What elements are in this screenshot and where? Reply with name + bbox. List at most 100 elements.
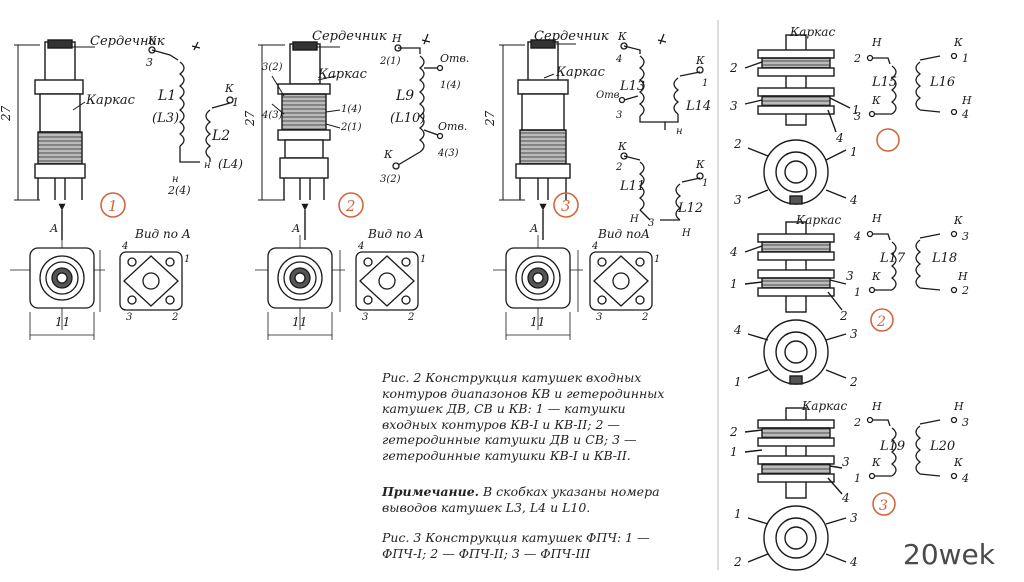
r3-c-pin-b: 3 <box>850 511 858 525</box>
r3-h2: Н <box>953 400 964 413</box>
fig1-core-label: Сердечник <box>90 34 165 49</box>
fig2-l9: L9 <box>395 88 414 104</box>
fig1-view-label: Вид по А <box>134 227 191 241</box>
marker-3: 3 <box>561 197 571 215</box>
r3-c-pin-a: 1 <box>734 507 742 521</box>
fig3-view-label: Вид поА <box>597 227 650 241</box>
r1-c-pin-a: 2 <box>733 137 742 151</box>
fig3-c12-bot: Н <box>681 228 691 239</box>
r1-sp3: 3 <box>854 110 861 123</box>
fig3-schematic <box>618 33 704 221</box>
fig3-2-schematic <box>866 230 958 294</box>
fig3-1-schematic <box>866 52 958 118</box>
r1-marker-circle <box>876 128 900 152</box>
fig3-bottom-n: 3 <box>648 218 654 229</box>
fig3-frame-label: Каркас <box>555 65 606 80</box>
fig2-1-coil-1 <box>14 39 95 240</box>
fig2-tap2: Отв. <box>438 120 467 133</box>
fig2-core-label: Сердечник <box>312 29 387 44</box>
fig2-vp-3: 3 <box>362 312 368 323</box>
figure-2-caption: Рис. 2 Конструкция катушек входных конту… <box>382 370 665 463</box>
fig3-dim-11: 11 <box>530 315 545 329</box>
marker-2-circle <box>338 192 364 218</box>
fig1-kb-top-n: 1 <box>232 96 239 109</box>
r1-c-pin-d: 4 <box>849 193 858 207</box>
fig3-arrow-a: А <box>529 222 538 235</box>
r3-pin-c: 3 <box>842 455 850 469</box>
r3-h: Н <box>871 400 882 413</box>
fig2-tap2-n: 4(3) <box>437 148 459 159</box>
r2-h: Н <box>871 212 882 225</box>
fig1-frame-label: Каркас <box>85 93 136 108</box>
fig1-l1: L1 <box>157 88 176 104</box>
fig3-l11: L11 <box>619 179 645 194</box>
r3-lb: L20 <box>929 439 955 454</box>
fig1-l2: L2 <box>211 128 230 144</box>
fig2-pin-a: 3(2) <box>262 62 283 73</box>
fig1-kb-top: К <box>224 82 234 95</box>
fig1-vp-4: 4 <box>121 241 128 252</box>
fig1-l4: (L4) <box>218 157 243 171</box>
fig3-vp-3: 3 <box>596 312 602 323</box>
r3-pin-b: 1 <box>730 445 738 459</box>
fig2-dim-height: 27 <box>243 110 257 127</box>
r3-sp2: 2 <box>853 416 861 429</box>
fig3-3-schematic <box>866 416 958 480</box>
r3-c-pin-d: 4 <box>849 555 858 569</box>
fig1-bot-h2: н <box>204 160 211 171</box>
r2-pin-c: 3 <box>846 269 854 283</box>
r1-c-pin-c: 3 <box>734 193 742 207</box>
fig2-3-coil-3 <box>499 39 576 240</box>
fig1-dim-11: 11 <box>55 315 70 329</box>
fig3-l14: L14 <box>685 99 711 114</box>
fig3-c11-top-n: 2 <box>615 162 622 173</box>
r2-sp1: 1 <box>854 286 861 299</box>
note-heading: Примечание. <box>382 484 480 499</box>
r2-pin-a: 4 <box>729 245 738 259</box>
r1-k2: К <box>953 36 963 49</box>
fig3-vp-2: 2 <box>641 312 648 323</box>
fig3-c13-top: К <box>617 30 627 43</box>
r2-c-pin-a: 4 <box>733 323 742 337</box>
r1-pin-d: 4 <box>835 131 844 145</box>
fig1-vp-1: 1 <box>184 254 190 265</box>
figure-note: Примечание. В скобках указаны номера выв… <box>382 484 680 515</box>
fig2-2-coil-2 <box>258 41 341 240</box>
r2-c-pin-c: 1 <box>734 375 742 389</box>
r3-sp3: 3 <box>962 416 969 429</box>
fig3-1-frame: Каркас <box>789 25 835 39</box>
marker-3-circle <box>553 192 579 218</box>
fig1-schematic <box>148 41 234 163</box>
r3-k: К <box>871 456 881 469</box>
fig3-c14-top-n: 1 <box>702 78 708 89</box>
fig2-l10: (L10) <box>390 111 425 126</box>
r3-c-pin-c: 2 <box>733 555 742 569</box>
marker-1: 1 <box>108 197 118 215</box>
fig3-vp-4: 4 <box>591 241 598 252</box>
fig2-vp-1: 1 <box>420 254 426 265</box>
fig2-view-label: Вид по А <box>367 227 424 241</box>
r3-pin-d: 4 <box>841 491 850 505</box>
fig3-2-coil <box>744 221 847 385</box>
r2-sp2: 2 <box>961 284 969 297</box>
fig2-bot-k: К <box>383 148 393 161</box>
fig3-dim-height: 27 <box>483 110 497 127</box>
r2-pin-d: 2 <box>839 309 848 323</box>
r2-la: L17 <box>879 251 906 266</box>
r3-la: L19 <box>879 439 905 454</box>
r1-h2: Н <box>961 94 972 107</box>
fig2-pin-d: 2(1) <box>340 122 362 133</box>
r3-marker-circle <box>872 492 896 516</box>
fig2-arrow-a: А <box>291 222 300 235</box>
r1-pin-c: 1 <box>852 103 860 117</box>
r2-pin-b: 1 <box>730 277 738 291</box>
r2-sp4: 4 <box>853 230 861 243</box>
fig2-top-n: 2(1) <box>379 56 401 67</box>
r3-marker: 3 <box>879 498 888 514</box>
marker-2: 2 <box>345 197 356 215</box>
fig2-tap1-n: 1(4) <box>440 80 461 91</box>
fig3-3-coil <box>744 407 847 571</box>
r3-k2: К <box>953 456 963 469</box>
r1-la: L15 <box>871 75 897 90</box>
